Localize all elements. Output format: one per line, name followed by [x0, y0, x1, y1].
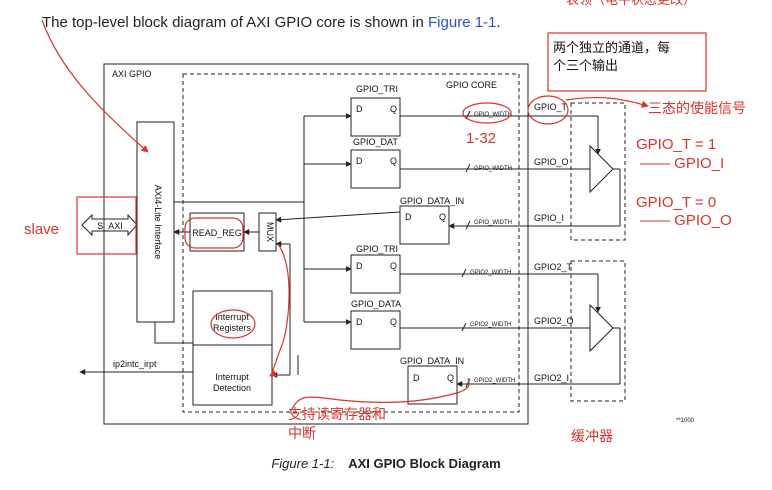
ch2-in-d: D	[413, 373, 420, 383]
annotation-range: 1-32	[466, 130, 496, 147]
figure-link[interactable]: Figure 1-1	[428, 14, 497, 31]
gpio-t-label: GPIO_T	[534, 102, 568, 112]
caption-number: Figure 1-1:	[271, 456, 335, 471]
ch1-in-q: Q	[439, 212, 446, 222]
ch1-tri-d: D	[356, 104, 363, 114]
s-axi-bus-arrow	[81, 213, 138, 237]
ch1-tri-label: GPIO_TRI	[356, 84, 398, 94]
ch1-tri-q: Q	[390, 104, 397, 114]
annotation-slave: slave	[24, 221, 59, 238]
annotation-t1: GPIO_T = 1	[636, 136, 716, 153]
annotation-box-line1: 两个独立的通道，每	[553, 40, 670, 56]
s-axi-label: S_AXI	[97, 221, 123, 231]
gpio2-o-label: GPIO2_O	[534, 316, 574, 326]
ch2-in-flop	[407, 365, 458, 405]
annotation-arrow-rw	[269, 243, 290, 377]
ch2-tri-q: Q	[390, 261, 397, 271]
annotation-curve-bottom	[289, 377, 470, 413]
ch2-tri-d: D	[356, 261, 363, 271]
interrupt-registers-line2: Registers	[213, 323, 252, 333]
annotation-circle-gpio-t	[527, 95, 569, 125]
intro-text: The top-level block diagram of AXI GPIO …	[42, 14, 501, 31]
ip2intc-label: ip2intc_irpt	[113, 359, 157, 369]
gpio2-t-width: GPIO2_WIDTH	[470, 270, 511, 276]
gpio-o-width: GPIO_WIDTH	[474, 166, 512, 172]
gpio-ch1-buffer	[589, 144, 614, 194]
annotation-tristate-enable: 三态的使能信号	[648, 100, 746, 117]
annotation-irq-circle	[210, 309, 256, 339]
annotation-rw-line1: 支持读寄存器和	[288, 406, 386, 423]
mux-label: MUX	[265, 222, 275, 242]
annotation-t0-result: —— GPIO_O	[640, 212, 732, 229]
axi-gpio-label: AXI GPIO	[112, 69, 152, 79]
axi-gpio-outer-box	[103, 63, 529, 425]
ch2-dat-d: D	[356, 317, 363, 327]
ch1-in-d: D	[405, 212, 412, 222]
gpio2-i-width: GPIO2_WIDTH	[474, 378, 515, 384]
annotation-rw-line2: 中断	[288, 426, 316, 442]
ch2-in-label: GPIO_DATA_IN	[400, 356, 464, 366]
gpio-ch2-buffer	[589, 303, 614, 353]
gpio-i-slash	[465, 220, 471, 230]
interrupt-detection-line1: Interrupt	[215, 372, 249, 382]
gpio2-i-slash	[465, 378, 471, 388]
ch1-dat-d: D	[356, 156, 363, 166]
annotation-s-axi-box	[76, 196, 137, 255]
axi-lite-label: AXI4-Lite Interface	[153, 185, 163, 260]
io-buffer-ch2	[570, 260, 626, 402]
annotation-buffer: 缓冲器	[571, 429, 613, 445]
figure-caption: Figure 1-1: AXI GPIO Block Diagram	[0, 456, 772, 471]
watermark-text: **1000	[676, 418, 695, 424]
annotation-t0: GPIO_T = 0	[636, 194, 716, 211]
intro-text-before: The top-level block diagram of AXI GPIO …	[42, 14, 429, 31]
interrupt-detection-line2: Detection	[213, 383, 251, 393]
ch2-dat-q: Q	[390, 317, 397, 327]
gpio-core-box	[182, 73, 520, 413]
ch2-tri-flop	[350, 254, 401, 294]
io-buffer-ch1	[570, 102, 626, 241]
ch1-in-label: GPIO_DATA_IN	[400, 196, 464, 206]
ch2-in-q: Q	[447, 373, 454, 383]
annotation-circle-width	[462, 102, 512, 124]
top-clipped-annotation: 表领（电平状态更改）	[566, 0, 696, 8]
ch1-dat-q: Q	[390, 156, 397, 166]
read-reg-label: READ_REG	[192, 228, 242, 238]
annotation-arrow-tristate	[565, 96, 649, 108]
gpio2-t-slash	[461, 268, 467, 278]
annotation-box	[547, 32, 707, 92]
annotation-t1-result: —— GPIO_I	[640, 155, 724, 172]
ch1-dat-flop	[350, 149, 401, 189]
intro-text-after: .	[496, 14, 501, 31]
gpio-o-slash	[465, 163, 471, 173]
ch2-dat-label: GPIO_DATA	[351, 299, 401, 309]
caption-title: AXI GPIO Block Diagram	[348, 456, 501, 471]
gpio2-i-label: GPIO2_I	[534, 373, 569, 383]
gpio-t-width: GPIO_WIDTH	[474, 112, 512, 118]
ch2-dat-flop	[350, 310, 401, 350]
gpio2-o-width: GPIO2_WIDTH	[470, 322, 511, 328]
annotation-arrow-top	[41, 19, 149, 153]
annotation-box-line2: 个三个输出	[553, 58, 618, 74]
gpio-o-label: GPIO_O	[534, 157, 569, 167]
ch1-dat-label: GPIO_DAT	[353, 137, 398, 147]
annotation-read-reg-circle	[184, 217, 244, 249]
ch1-in-flop	[399, 205, 450, 245]
ch1-tri-flop	[350, 97, 401, 137]
ch2-tri-label: GPIO_TRI	[356, 244, 398, 254]
readback-ch1	[275, 211, 401, 223]
gpio-core-label: GPIO CORE	[446, 80, 497, 90]
gpio-i-label: GPIO_I	[534, 213, 564, 223]
gpio2-t-label: GPIO2_T	[534, 262, 573, 272]
gpio-i-width: GPIO_WIDTH	[474, 220, 512, 226]
interrupt-registers-line1: Interrupt	[215, 312, 249, 322]
gpio2-o-slash	[461, 322, 467, 332]
